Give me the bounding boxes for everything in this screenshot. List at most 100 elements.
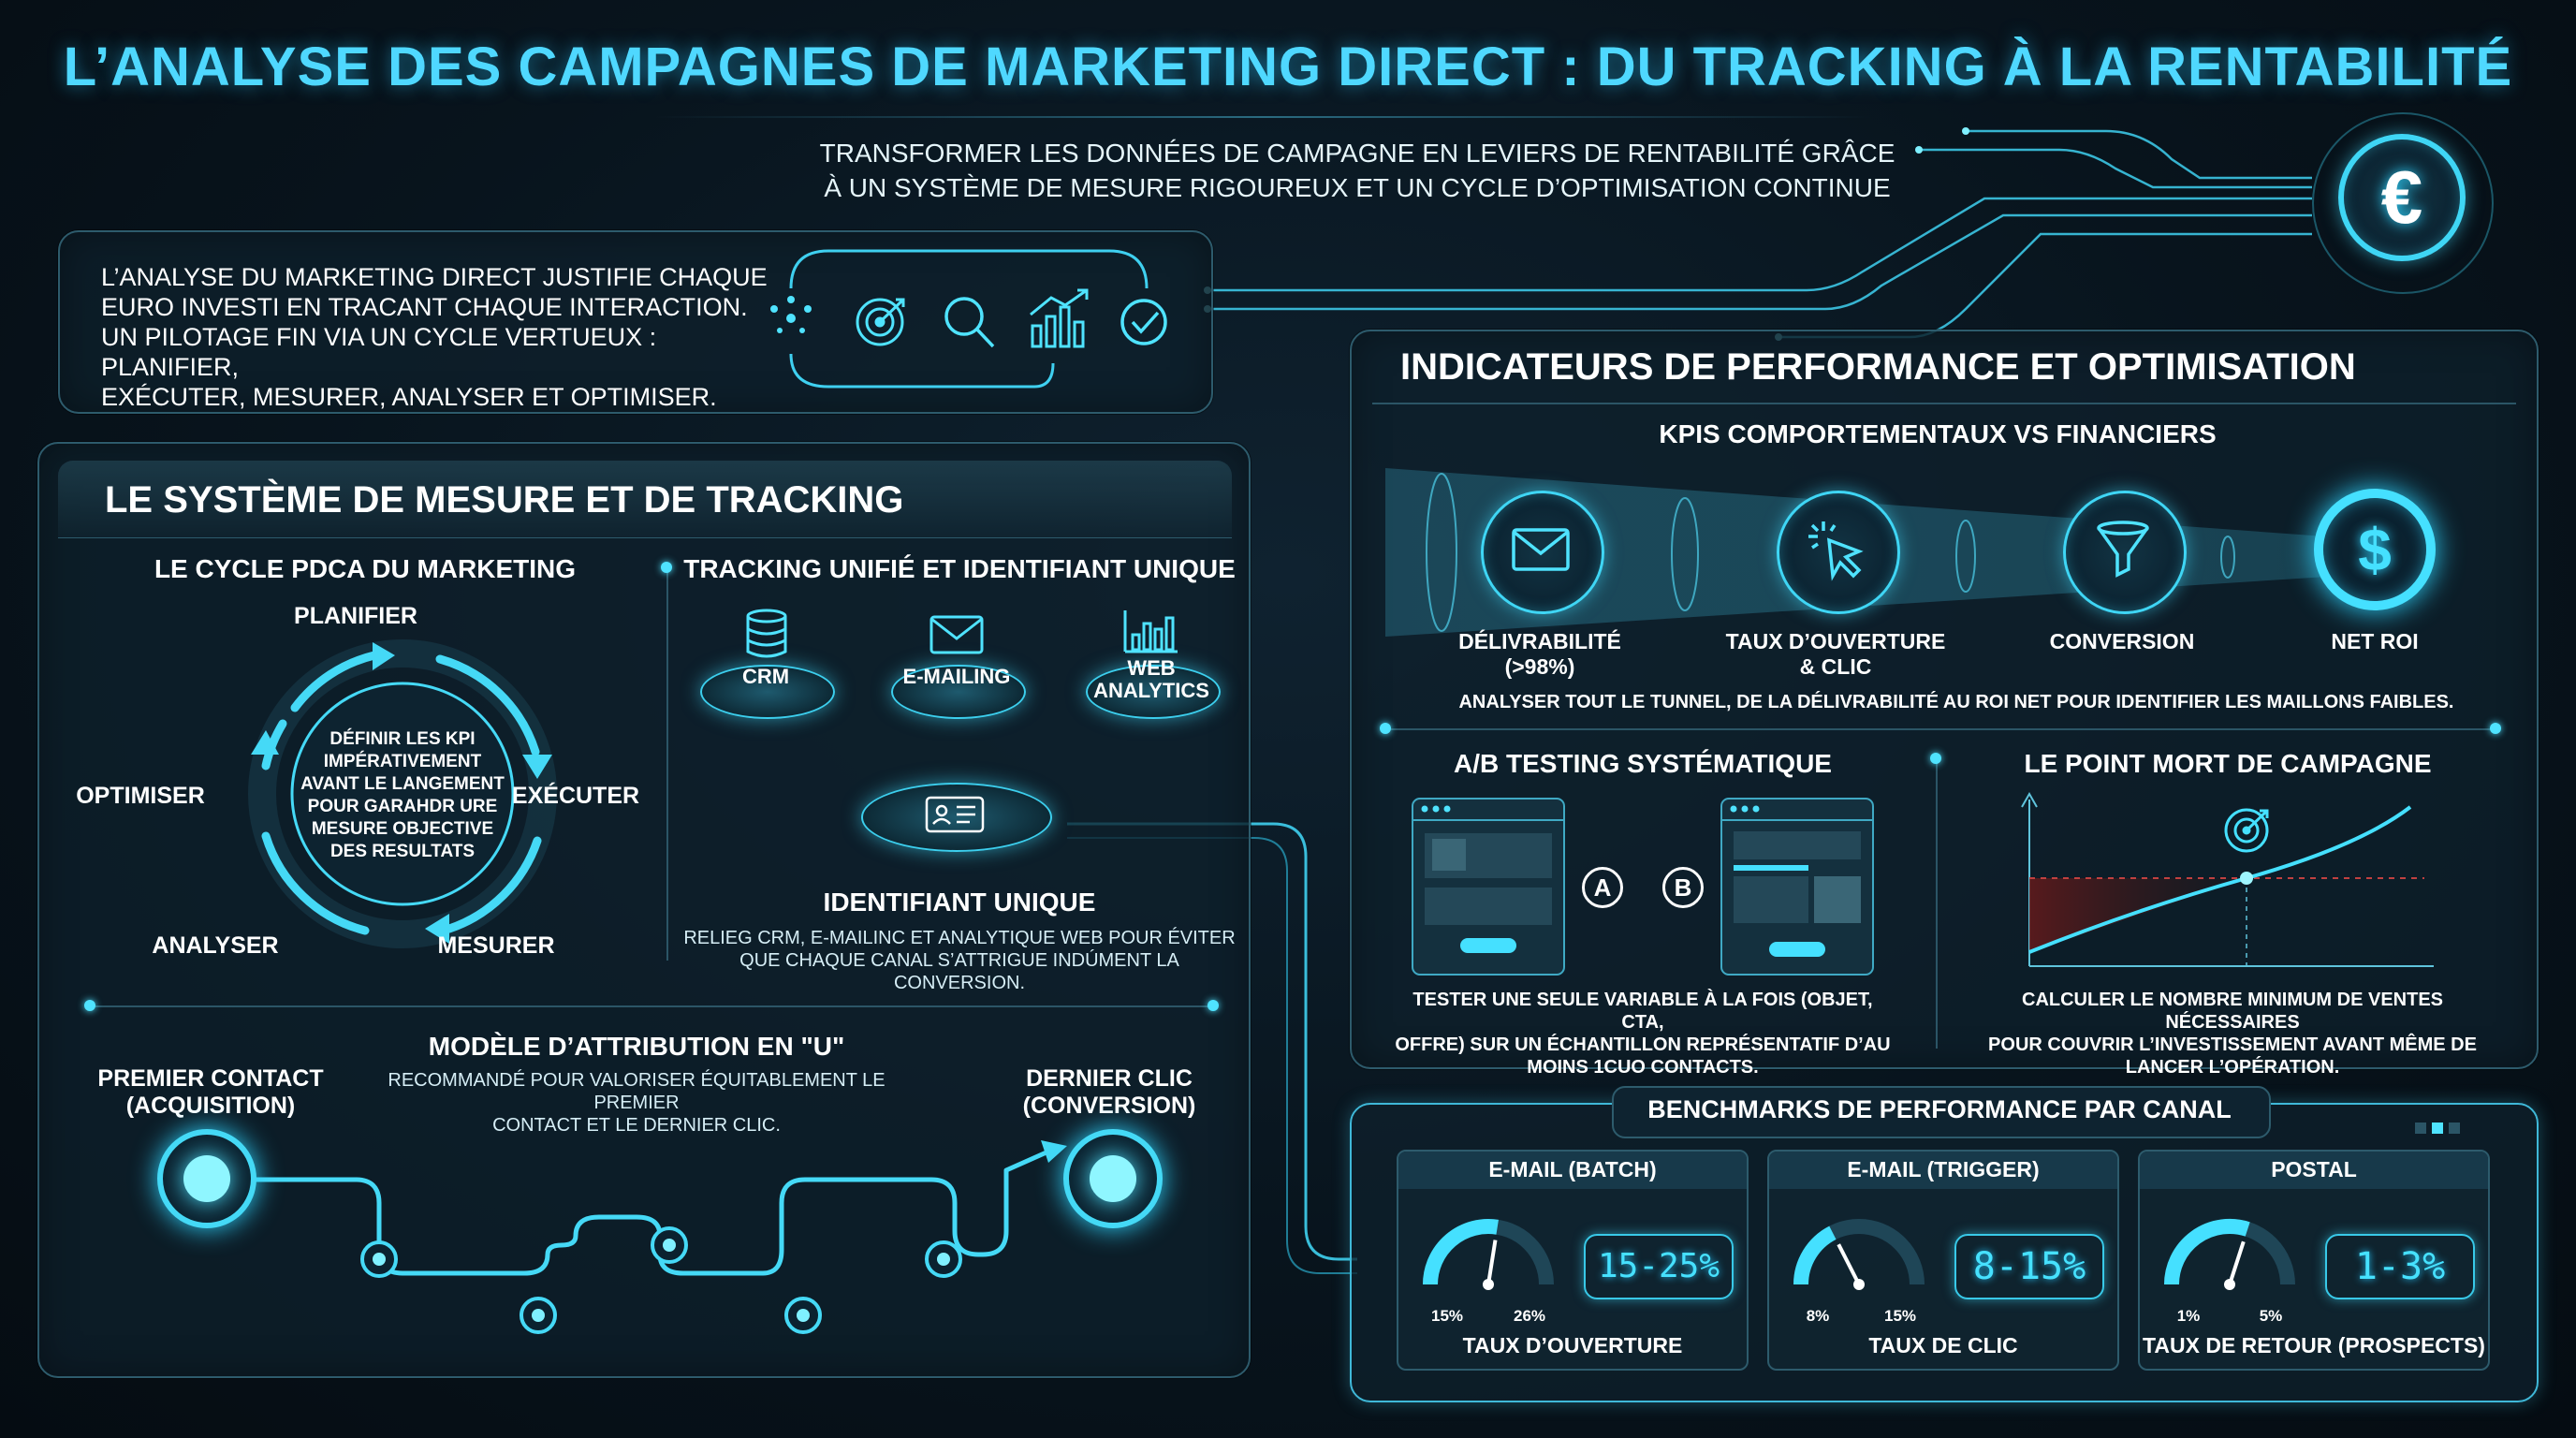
sparkle-icon	[770, 296, 812, 333]
pdca-label-executer: EXÉCUTER	[511, 783, 640, 809]
title-underline	[655, 116, 1872, 118]
gauge-needle	[1486, 1240, 1498, 1285]
benchmark-metric: TAUX DE RETOUR (PROSPECTS)	[2143, 1333, 2485, 1357]
benchmarks-tab	[1612, 1086, 2271, 1138]
unified-tracking-title: TRACKING UNIFIÉ ET IDENTIFIANT UNIQUE	[683, 554, 1236, 583]
gauge-needle	[2228, 1240, 2246, 1285]
benchmark-metric: TAUX D’OUVERTURE	[1462, 1333, 1683, 1357]
pdca-center-line-4: POUR GARAHDR URE	[307, 797, 498, 816]
conversion-ring	[2063, 491, 2187, 614]
attribution-path	[211, 1140, 1067, 1334]
kpi-deliverability-line-2: (>98%)	[1504, 654, 1575, 679]
tracking-system-panel	[37, 442, 1251, 1378]
last-click-line-2: (CONVERSION)	[1022, 1093, 1196, 1119]
kpi-label-conversion: CONVERSION	[2049, 629, 2195, 653]
breakeven-line-3: LANCER L’OPÉRATION.	[2125, 1057, 2340, 1078]
unique-id-title: IDENTIFIANT UNIQUE	[823, 888, 1096, 917]
benchmark-card-header	[1398, 1152, 1747, 1189]
open-click-ring	[1777, 491, 1900, 614]
mid-divider-dot	[1930, 753, 1941, 764]
pdca-center-line-2: IMPÉRATIVEMENT	[323, 752, 482, 771]
attribution-desc: RECOMMANDÉ POUR VALORISER ÉQUITABLEMENT …	[356, 1069, 917, 1137]
kpi-envelope-icon	[1512, 528, 1570, 571]
benchmark-channel: POSTAL	[2271, 1157, 2357, 1181]
kpi-label-net-roi: NET ROI	[2331, 629, 2419, 653]
gauge-max: 26%	[1513, 1307, 1546, 1325]
benchmark-range: 8-15%	[1954, 1234, 2104, 1299]
ab-badge-b: B	[1662, 867, 1704, 908]
intro-text: L’ANALYSE DU MARKETING DIRECT JUSTIFIE C…	[101, 262, 775, 412]
crm-platform	[700, 665, 835, 719]
attribution-line-1: RECOMMANDÉ POUR VALORISER ÉQUITABLEMENT …	[388, 1070, 886, 1113]
ab-line-2: OFFRE) SUR UN ÉCHANTILLON REPRÉSENTATIF …	[1395, 1034, 1891, 1055]
benchmark-range: 15-25%	[1584, 1234, 1734, 1299]
kpi-open-click-line-1: TAUX D’OUVERTURE	[1725, 629, 1946, 653]
gauge-fill	[2164, 1218, 2250, 1285]
crm-label: CRM	[741, 665, 790, 688]
unique-id-line-2: QUE CHAQUE CANAL S’ATTRIGUE INDÚMENT LA …	[739, 950, 1179, 993]
target-icon	[856, 298, 905, 346]
pdca-label-planifier: PLANIFIER	[294, 603, 417, 629]
pdca-center-line-1: DÉFINIR LES KPI	[329, 729, 476, 749]
check-circle-icon	[1120, 299, 1167, 345]
last-click-core	[1090, 1155, 1136, 1202]
first-contact-label: PREMIER CONTACT (ACQUISITION)	[84, 1065, 337, 1120]
page-title: L’ANALYSE DES CAMPAGNES DE MARKETING DIR…	[63, 37, 2513, 97]
first-contact-core	[183, 1155, 230, 1202]
gauge-hub	[2224, 1279, 2235, 1290]
ab-variant-a-window	[1412, 798, 1565, 976]
mid-dot-left	[1380, 723, 1391, 734]
pager-dot-1	[2415, 1123, 2426, 1134]
gauge-icon	[1793, 1219, 1925, 1290]
web-analytics-line-1: WEB	[1127, 656, 1176, 680]
ab-testing-title: A/B TESTING SYSTÉMATIQUE	[1454, 749, 1832, 778]
gauge-fill	[1793, 1225, 1837, 1285]
breakeven-line-1: CALCULER LE NOMBRE MINIMUM DE VENTES NÉC…	[2022, 990, 2443, 1033]
last-click-line-1: DERNIER CLIC	[1026, 1065, 1193, 1092]
intro-panel	[58, 230, 1213, 414]
ab-line-1: TESTER UNE SEULE VARIABLE À LA FOIS (OBJ…	[1412, 990, 1873, 1033]
gauge-icon	[1423, 1219, 1554, 1290]
unique-id-line-1: RELIEG CRM, E-MAILINC ET ANALYTIQUE WEB …	[683, 928, 1236, 948]
gauge-hub	[1483, 1279, 1494, 1290]
pdca-cycle-ring	[248, 639, 557, 948]
ab-line-3: MOINS 1CUO CONTACTS.	[1527, 1057, 1759, 1078]
kpi-deliverability-line-1: DÉLIVRABILITÉ	[1458, 629, 1621, 653]
benchmark-card-header	[2140, 1152, 2488, 1189]
pager-dot-2	[2432, 1123, 2443, 1134]
benchmark-range: 1-3%	[2325, 1234, 2475, 1299]
performance-title: INDICATEURS DE PERFORMANCE ET OPTIMISATI…	[1400, 346, 2356, 388]
tracking-system-title: LE SYSTÈME DE MESURE ET DE TRACKING	[105, 479, 904, 521]
subtitle: TRANSFORMER LES DONNÉES DE CAMPAGNE EN L…	[655, 136, 2059, 205]
divider-vertical	[666, 567, 668, 961]
gauge-min: 8%	[1806, 1307, 1830, 1325]
net-roi-ring	[2314, 489, 2436, 610]
web-analytics-platform	[1086, 665, 1221, 719]
intro-cycle-icons	[770, 249, 1167, 389]
gauge-max: 5%	[2259, 1307, 2283, 1325]
pdca-center-line-5: MESURE OBJECTIVE	[311, 819, 494, 839]
id-card-icon	[925, 796, 985, 833]
pdca-label-mesurer: MESURER	[437, 932, 555, 959]
performance-mid-divider	[1936, 758, 1938, 1049]
web-analytics-line-2: ANALYTICS	[1093, 679, 1209, 702]
gauge-fill	[1423, 1219, 1499, 1285]
intro-line-2: EURO INVESTI EN TRACANT CHAQUE INTERACTI…	[101, 293, 748, 321]
mid-dot-right	[2490, 723, 2501, 734]
pdca-center-line-6: DES RESULTATS	[329, 842, 476, 861]
magnifier-icon	[944, 297, 995, 348]
benchmarks-pager	[2415, 1122, 2490, 1135]
unique-id-desc: RELIEG CRM, E-MAILINC ET ANALYTIQUE WEB …	[674, 927, 1245, 994]
performance-mid-line	[1385, 728, 2496, 730]
performance-header-line	[1372, 403, 2516, 404]
kpi-label-open-click: TAUX D’OUVERTURE & CLIC	[1709, 629, 1962, 680]
envelope-icon	[929, 615, 984, 654]
pdca-label-optimiser: OPTIMISER	[76, 783, 205, 809]
pdca-title: LE CYCLE PDCA DU MARKETING	[154, 554, 577, 583]
gauge-max: 15%	[1883, 1307, 1917, 1325]
bar-chart-icon	[1123, 610, 1178, 653]
kpi-cursor-click-icon	[1808, 521, 1864, 581]
growth-chart-icon	[1030, 288, 1089, 348]
subtitle-line-1: TRANSFORMER LES DONNÉES DE CAMPAGNE EN L…	[819, 139, 1895, 168]
